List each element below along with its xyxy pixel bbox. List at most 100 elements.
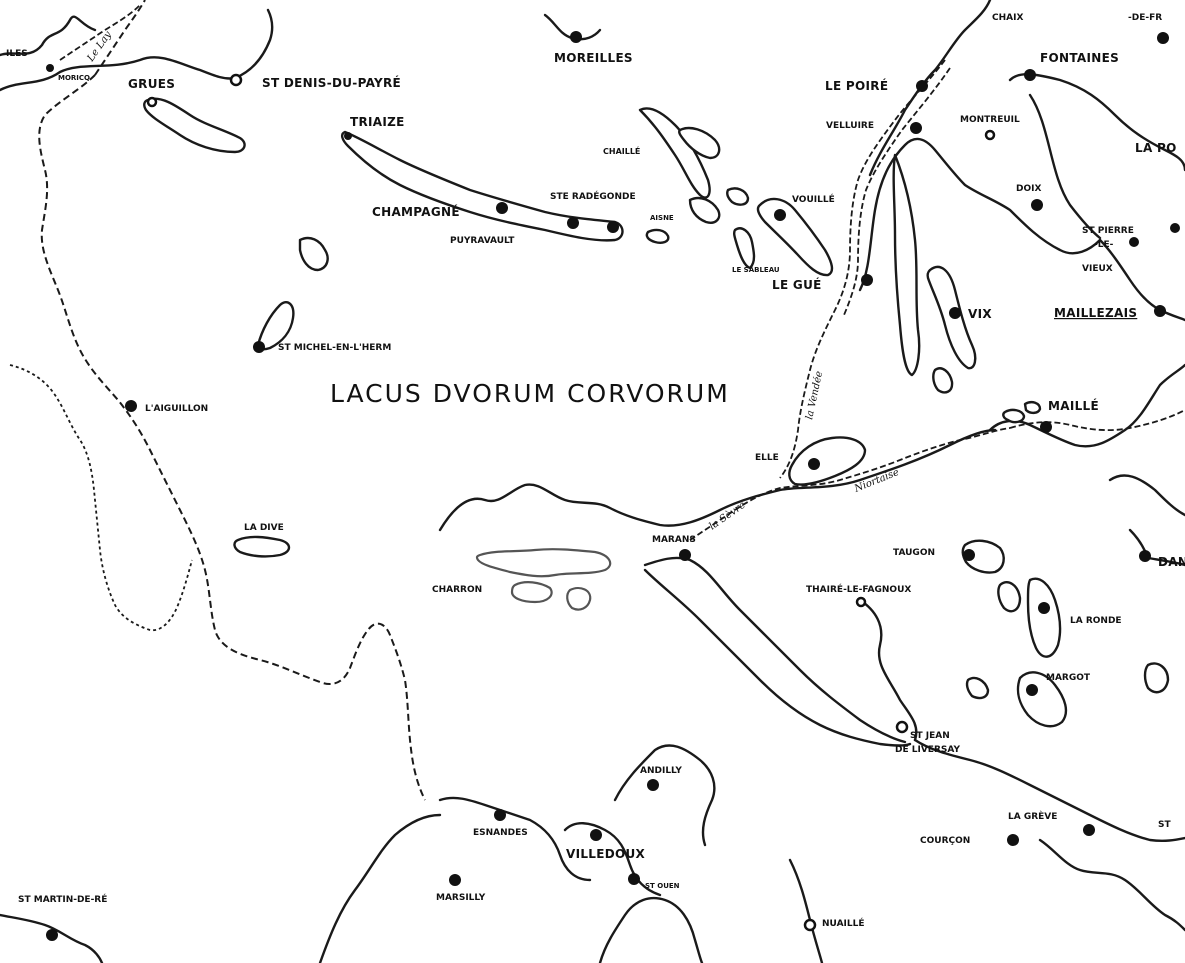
place-label-vouille: VOUILLÉ: [792, 193, 835, 205]
island-maille-small-2: [1023, 401, 1042, 415]
place-label-courcon: COURÇON: [920, 836, 970, 846]
town-maille: [1040, 421, 1052, 433]
island-chaille: [638, 107, 711, 199]
place-label-velluire: VELLUIRE: [826, 121, 874, 131]
coastline-villedoux: [563, 822, 662, 897]
town-st-martin: [46, 929, 58, 941]
place-label-la-greve: LA GRÈVE: [1008, 810, 1057, 822]
island-aisne-small: [645, 228, 670, 244]
place-label-marsilly: MARSILLY: [436, 893, 486, 903]
island-charron-1: [475, 548, 612, 578]
place-label-champagne: CHAMPAGNÉ: [372, 204, 460, 219]
coastline-east-right: [1108, 474, 1185, 517]
place-label-le-gue: LE GUÉ: [772, 277, 822, 292]
place-label-dan: DAN: [1158, 555, 1185, 569]
island-st-michel: [256, 301, 295, 351]
coastline-nuaille: [788, 858, 824, 963]
river-niortaise: [1009, 409, 1185, 432]
coastline-st-ouen: [598, 896, 704, 963]
town-dan: [1139, 550, 1151, 562]
town-le-gue: [861, 274, 873, 286]
coastline-marans-channel-south: [643, 568, 912, 747]
town-st-michel: [253, 341, 265, 353]
place-label-puyravault: PUYRAVAULT: [450, 236, 515, 246]
town-courcon: [1007, 834, 1019, 846]
town-marsilly: [449, 874, 461, 886]
coastline-marans-channel: [643, 556, 907, 744]
place-label-iles: ILES: [6, 49, 28, 59]
place-label-moreilles: MOREILLES: [554, 51, 633, 65]
coastline-le-poire: [868, 0, 992, 177]
town-margot: [1026, 684, 1038, 696]
town-moreilles: [570, 31, 582, 43]
place-label-aisne: AISNE: [650, 214, 674, 222]
place-label-nuaille: NUAILLÉ: [822, 917, 865, 929]
place-label-aiguillon: L'AIGUILLON: [145, 404, 208, 414]
coastline-thaire: [858, 598, 918, 742]
town-thaire: [855, 596, 867, 608]
town-villedoux: [590, 829, 602, 841]
town-esnandes: [494, 809, 506, 821]
town-st-jean: [895, 720, 909, 734]
river-vendee: [779, 59, 946, 479]
town-taugon: [963, 549, 975, 561]
place-label-st-jean-1: ST JEAN: [910, 731, 950, 741]
place-label-st-martin: ST MARTIN-DE-RÉ: [18, 893, 107, 905]
place-label-taugon: TAUGON: [893, 548, 935, 558]
coastline-doix: [1028, 93, 1102, 240]
place-label-doix: DOIX: [1016, 184, 1041, 194]
coastline-maillezais: [1098, 238, 1185, 322]
place-label-st-pierre-1: ST PIERRE: [1082, 226, 1134, 236]
place-label-st-right: ST: [1158, 820, 1171, 830]
river-sevre: [689, 427, 1011, 541]
place-label-maille: MAILLÉ: [1048, 398, 1099, 413]
island-la-ronde: [1026, 577, 1062, 658]
place-label-la-dive: LA DIVE: [244, 523, 284, 533]
island-east-far: [1143, 662, 1170, 694]
former-coastline-west: [38, 74, 426, 801]
coastline-fontaines: [1008, 73, 1185, 172]
island-montreuil-ridge: [892, 153, 921, 377]
island-triaize-ridge: [340, 130, 624, 242]
place-label-vix: VIX: [968, 307, 992, 321]
coastline-south-west: [318, 813, 442, 963]
place-label-st-pierre-2: -LE-: [1094, 240, 1114, 250]
place-label-esnandes: ESNANDES: [473, 828, 528, 838]
town-marans: [679, 549, 691, 561]
island-vouille: [756, 197, 834, 277]
place-label-margot: MARGOT: [1046, 673, 1091, 683]
coastline-maille: [988, 363, 1185, 448]
town-montreuil: [984, 129, 996, 141]
coastline-vendee-east: [858, 137, 1102, 292]
coastline-north-west: [0, 15, 97, 57]
place-label-le-poire: LE POIRÉ: [825, 78, 888, 93]
island-chaille-east: [678, 126, 721, 160]
place-label-st-radegonde: STE RADÉGONDE: [550, 190, 636, 202]
former-coastline-north: [94, 0, 146, 76]
coastline-st-jean: [913, 738, 1185, 843]
town-st-ouen: [628, 873, 640, 885]
town-doix: [1031, 199, 1043, 211]
place-label-triaize: TRIAIZE: [350, 115, 405, 129]
town-aiguillon: [125, 400, 137, 412]
place-label-de-fr: -DE-FR: [1128, 13, 1162, 23]
river-lay: [59, 4, 141, 61]
place-label-la-ronde: LA RONDE: [1070, 616, 1122, 626]
town-st-radegonde: [607, 221, 619, 233]
island-east-aisne: [726, 187, 750, 206]
place-label-andilly: ANDILLY: [640, 766, 682, 776]
island-sableau: [732, 227, 756, 270]
island-vix-south: [932, 367, 954, 394]
town-vouille: [774, 209, 786, 221]
town-grues: [146, 96, 158, 108]
river-label-sevre: la Sèvre: [707, 500, 747, 533]
place-label-villedoux: VILLEDOUX: [566, 847, 646, 861]
coastline-andilly: [613, 744, 716, 847]
island-charron-3: [566, 586, 592, 611]
town-fontaines: [1024, 69, 1036, 81]
place-label-marans: MARANS: [652, 535, 696, 545]
place-label-maillezais: MAILLEZAIS: [1054, 306, 1137, 320]
town-maillezais: [1154, 305, 1166, 317]
island-elle: [788, 436, 867, 486]
place-label-chaille: CHAILLÉ: [603, 145, 640, 156]
